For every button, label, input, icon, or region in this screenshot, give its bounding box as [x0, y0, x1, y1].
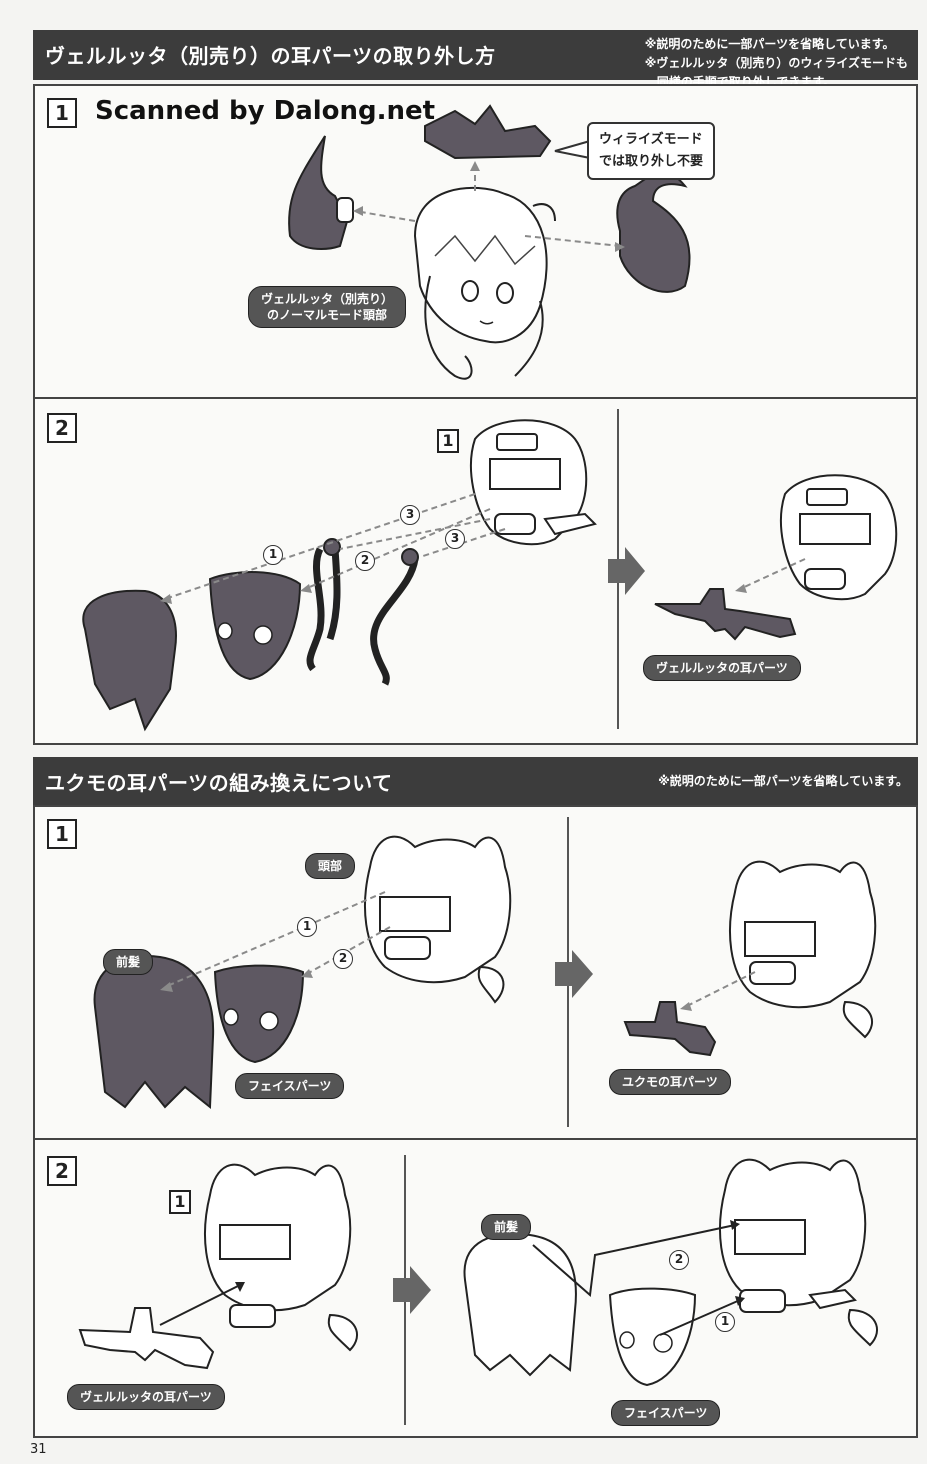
- circle-step-3a: 3: [400, 505, 420, 525]
- section1-title: ヴェルルッタ（別売り）の耳パーツの取り外し方: [45, 44, 496, 68]
- step1-illustration: [288, 104, 691, 380]
- right-ear-part: [616, 171, 691, 293]
- substep-number: 1: [169, 1190, 191, 1214]
- wirize-callout: ウィライズモード では取り外し不要: [587, 122, 716, 180]
- yukumo-step2-illustration: [78, 1155, 879, 1425]
- left-ear-part: [288, 135, 352, 250]
- circle-step-1: 1: [297, 917, 317, 937]
- head-label: 頭部: [305, 853, 356, 879]
- face-white: [608, 1287, 697, 1387]
- face-label: フェイスパーツ: [235, 1073, 345, 1099]
- section1-step2-panel: 2 1 1 2 3 3 ヴェルルッタの耳パーツ: [33, 397, 918, 745]
- section1-step1-panel: 1 Scanned by Dalong.net ウィライズモード では取り外し不…: [33, 84, 918, 399]
- yukumo-ear-label: ユクモの耳パーツ: [609, 1069, 731, 1095]
- section2-step2-panel: 2 1 ヴェルルッタの耳パーツ 前髪 2 1 フェイスパーツ: [33, 1138, 918, 1438]
- yukumo-ear-part: [623, 1001, 717, 1057]
- step-number: 2: [47, 413, 77, 443]
- yukumo-face: [213, 964, 305, 1064]
- bangs-label: 前髪: [481, 1214, 532, 1240]
- step-number: 1: [47, 819, 77, 849]
- page-number: 31: [30, 1442, 47, 1457]
- substep-number: 1: [437, 429, 459, 453]
- section2-note: ※説明のために一部パーツを省略しています。: [658, 774, 908, 788]
- step-number: 2: [47, 1156, 77, 1186]
- circle-step-2: 2: [669, 1250, 689, 1270]
- circle-step-2: 2: [355, 551, 375, 571]
- section2-step1-panel: 1 頭部 前髪 1 2 フェイスパーツ ユクモの耳パーツ: [33, 805, 918, 1140]
- circle-step-1: 1: [715, 1312, 735, 1332]
- section2-title: ユクモの耳パーツの組み換えについて: [45, 771, 393, 795]
- section2-header: ユクモの耳パーツの組み換えについて ※説明のために一部パーツを省略しています。: [33, 757, 918, 807]
- velrutta-ear-part: [654, 588, 797, 641]
- section1-header: ヴェルルッタ（別売り）の耳パーツの取り外し方 ※説明のために一部パーツを省略して…: [33, 30, 918, 89]
- face-label: フェイスパーツ: [611, 1400, 721, 1426]
- crown-part: [424, 104, 552, 160]
- step2-illustration: [82, 409, 898, 732]
- yukumo-step1-illustration: [93, 817, 877, 1127]
- watermark-text: Scanned by Dalong.net: [95, 96, 436, 126]
- circle-step-3b: 3: [445, 529, 465, 549]
- velrutta-ear-label: ヴェルルッタの耳パーツ: [643, 655, 801, 681]
- velrutta-ear-label: ヴェルルッタの耳パーツ: [67, 1384, 225, 1410]
- head-label: ヴェルルッタ（別売り） のノーマルモード頭部: [248, 286, 407, 328]
- head-part: [413, 187, 548, 344]
- face-part: [208, 571, 302, 681]
- circle-step-1: 1: [263, 545, 283, 565]
- bangs-label: 前髪: [103, 949, 154, 975]
- velrutta-ear-part-white: [78, 1307, 215, 1370]
- bangs-white: [463, 1232, 577, 1377]
- yukumo-bangs: [93, 955, 215, 1110]
- bangs-part: [82, 589, 177, 732]
- step-number: 1: [47, 98, 77, 128]
- circle-step-2: 2: [333, 949, 353, 969]
